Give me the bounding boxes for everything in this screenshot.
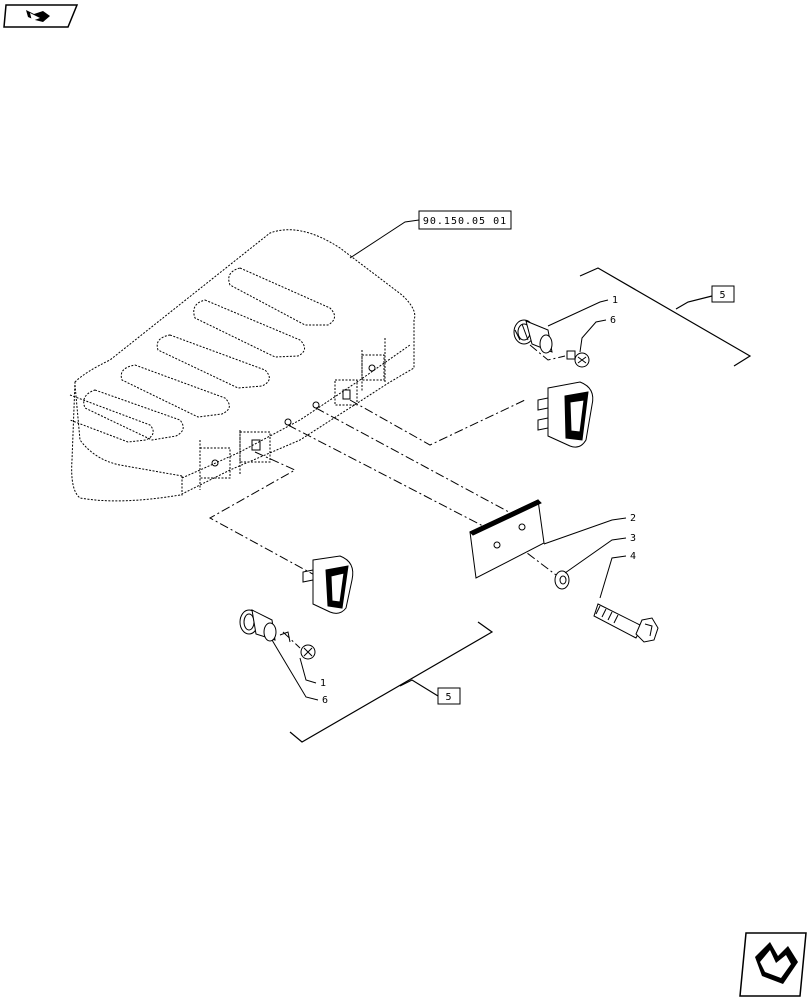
section-ref-bottom[interactable]: 5 — [437, 687, 461, 705]
reference-label-text: 90.150.05 01 — [423, 216, 507, 227]
mounting-plate — [469, 499, 545, 579]
lamp-socket-top — [513, 319, 553, 354]
section-ref-top-text: 5 — [719, 290, 726, 301]
lamp-housing-bottom — [302, 555, 354, 614]
bulb-bottom — [300, 644, 316, 660]
reference-leader — [349, 219, 420, 259]
reference-label[interactable]: 90.150.05 01 — [418, 210, 512, 230]
callout-bolt-4: 4 — [630, 551, 636, 562]
lamp-socket-bottom — [239, 609, 291, 643]
counterweight-outline — [69, 229, 416, 502]
section-bracket-bottom — [289, 621, 494, 743]
section-ref-bottom-text: 5 — [445, 692, 452, 703]
section-ref-top[interactable]: 5 — [711, 285, 735, 303]
callout-leaders — [271, 299, 627, 701]
washer — [554, 570, 570, 590]
bolt — [593, 603, 659, 643]
lamp-housing-top — [537, 381, 594, 448]
bracket-holes — [211, 364, 376, 467]
callout-bottom-1: 1 — [320, 678, 326, 689]
callout-plate-2: 2 — [630, 513, 636, 524]
bulb-top — [566, 350, 590, 368]
section-bracket-top — [579, 267, 752, 367]
callout-top-1: 1 — [612, 295, 618, 306]
top-nav-arrow-icon[interactable] — [3, 4, 79, 28]
bottom-nav-arrow-icon[interactable] — [739, 932, 807, 997]
callout-bottom-6: 6 — [322, 695, 328, 706]
assembly-lines — [208, 344, 566, 649]
callout-top-6: 6 — [610, 315, 616, 326]
callout-washer-3: 3 — [630, 533, 636, 544]
